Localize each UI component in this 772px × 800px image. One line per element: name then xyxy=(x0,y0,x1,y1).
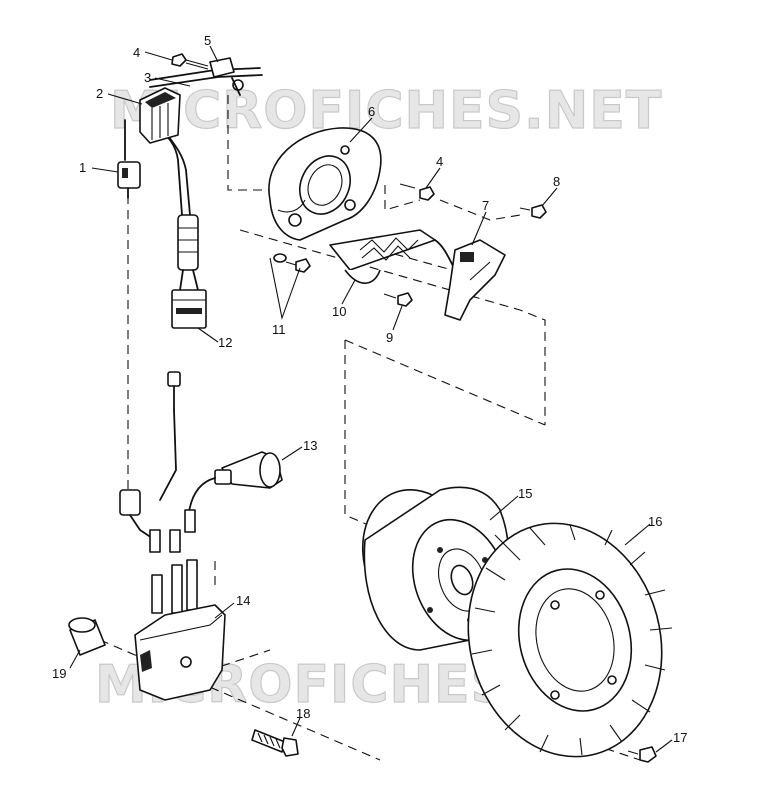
ignition-coil-14 xyxy=(134,509,226,701)
callout-16: 16 xyxy=(648,514,662,529)
callout-1: 1 xyxy=(79,160,86,175)
callout-4-middle: 4 xyxy=(436,154,443,169)
coupler-12 xyxy=(171,214,207,329)
callout-7: 7 xyxy=(482,198,489,213)
bolt-18 xyxy=(251,729,299,757)
callout-11: 11 xyxy=(272,322,286,337)
charging-coil-7 xyxy=(444,239,506,321)
screw-8 xyxy=(519,204,547,219)
stator-plate-6 xyxy=(268,127,382,241)
regulator-2 xyxy=(139,87,181,144)
callout-9: 9 xyxy=(386,330,393,345)
callout-13: 13 xyxy=(303,438,317,453)
screw-4-middle xyxy=(399,183,435,201)
screw-4-top xyxy=(171,53,209,70)
connector-1 xyxy=(117,161,141,199)
callout-17: 17 xyxy=(673,730,687,745)
callout-2: 2 xyxy=(96,86,103,101)
callout-14: 14 xyxy=(236,593,250,608)
leader-lines xyxy=(69,45,673,753)
washer-screw-11 xyxy=(273,253,311,273)
callout-6: 6 xyxy=(368,104,375,119)
screw-17 xyxy=(627,746,657,763)
ignition-lead-connector xyxy=(119,371,181,541)
callout-8: 8 xyxy=(553,174,560,189)
bushing-19 xyxy=(68,617,106,656)
screw-9 xyxy=(383,292,413,307)
callout-18: 18 xyxy=(296,706,310,721)
cooling-fan-16 xyxy=(467,522,673,758)
callout-10: 10 xyxy=(332,304,346,319)
exciter-coil-10 xyxy=(329,229,471,291)
callout-labels: 1 2 3 4 5 6 4 8 7 9 10 11 12 13 15 16 17… xyxy=(52,33,687,745)
callout-5: 5 xyxy=(204,33,211,48)
callout-15: 15 xyxy=(518,486,532,501)
callout-4-top: 4 xyxy=(133,45,140,60)
watermark-top: MICROFICHES.NET xyxy=(110,81,662,141)
spark-plug-cap-13 xyxy=(187,451,283,521)
callout-3: 3 xyxy=(144,70,151,85)
callout-12: 12 xyxy=(218,335,232,350)
callout-19: 19 xyxy=(52,666,66,681)
